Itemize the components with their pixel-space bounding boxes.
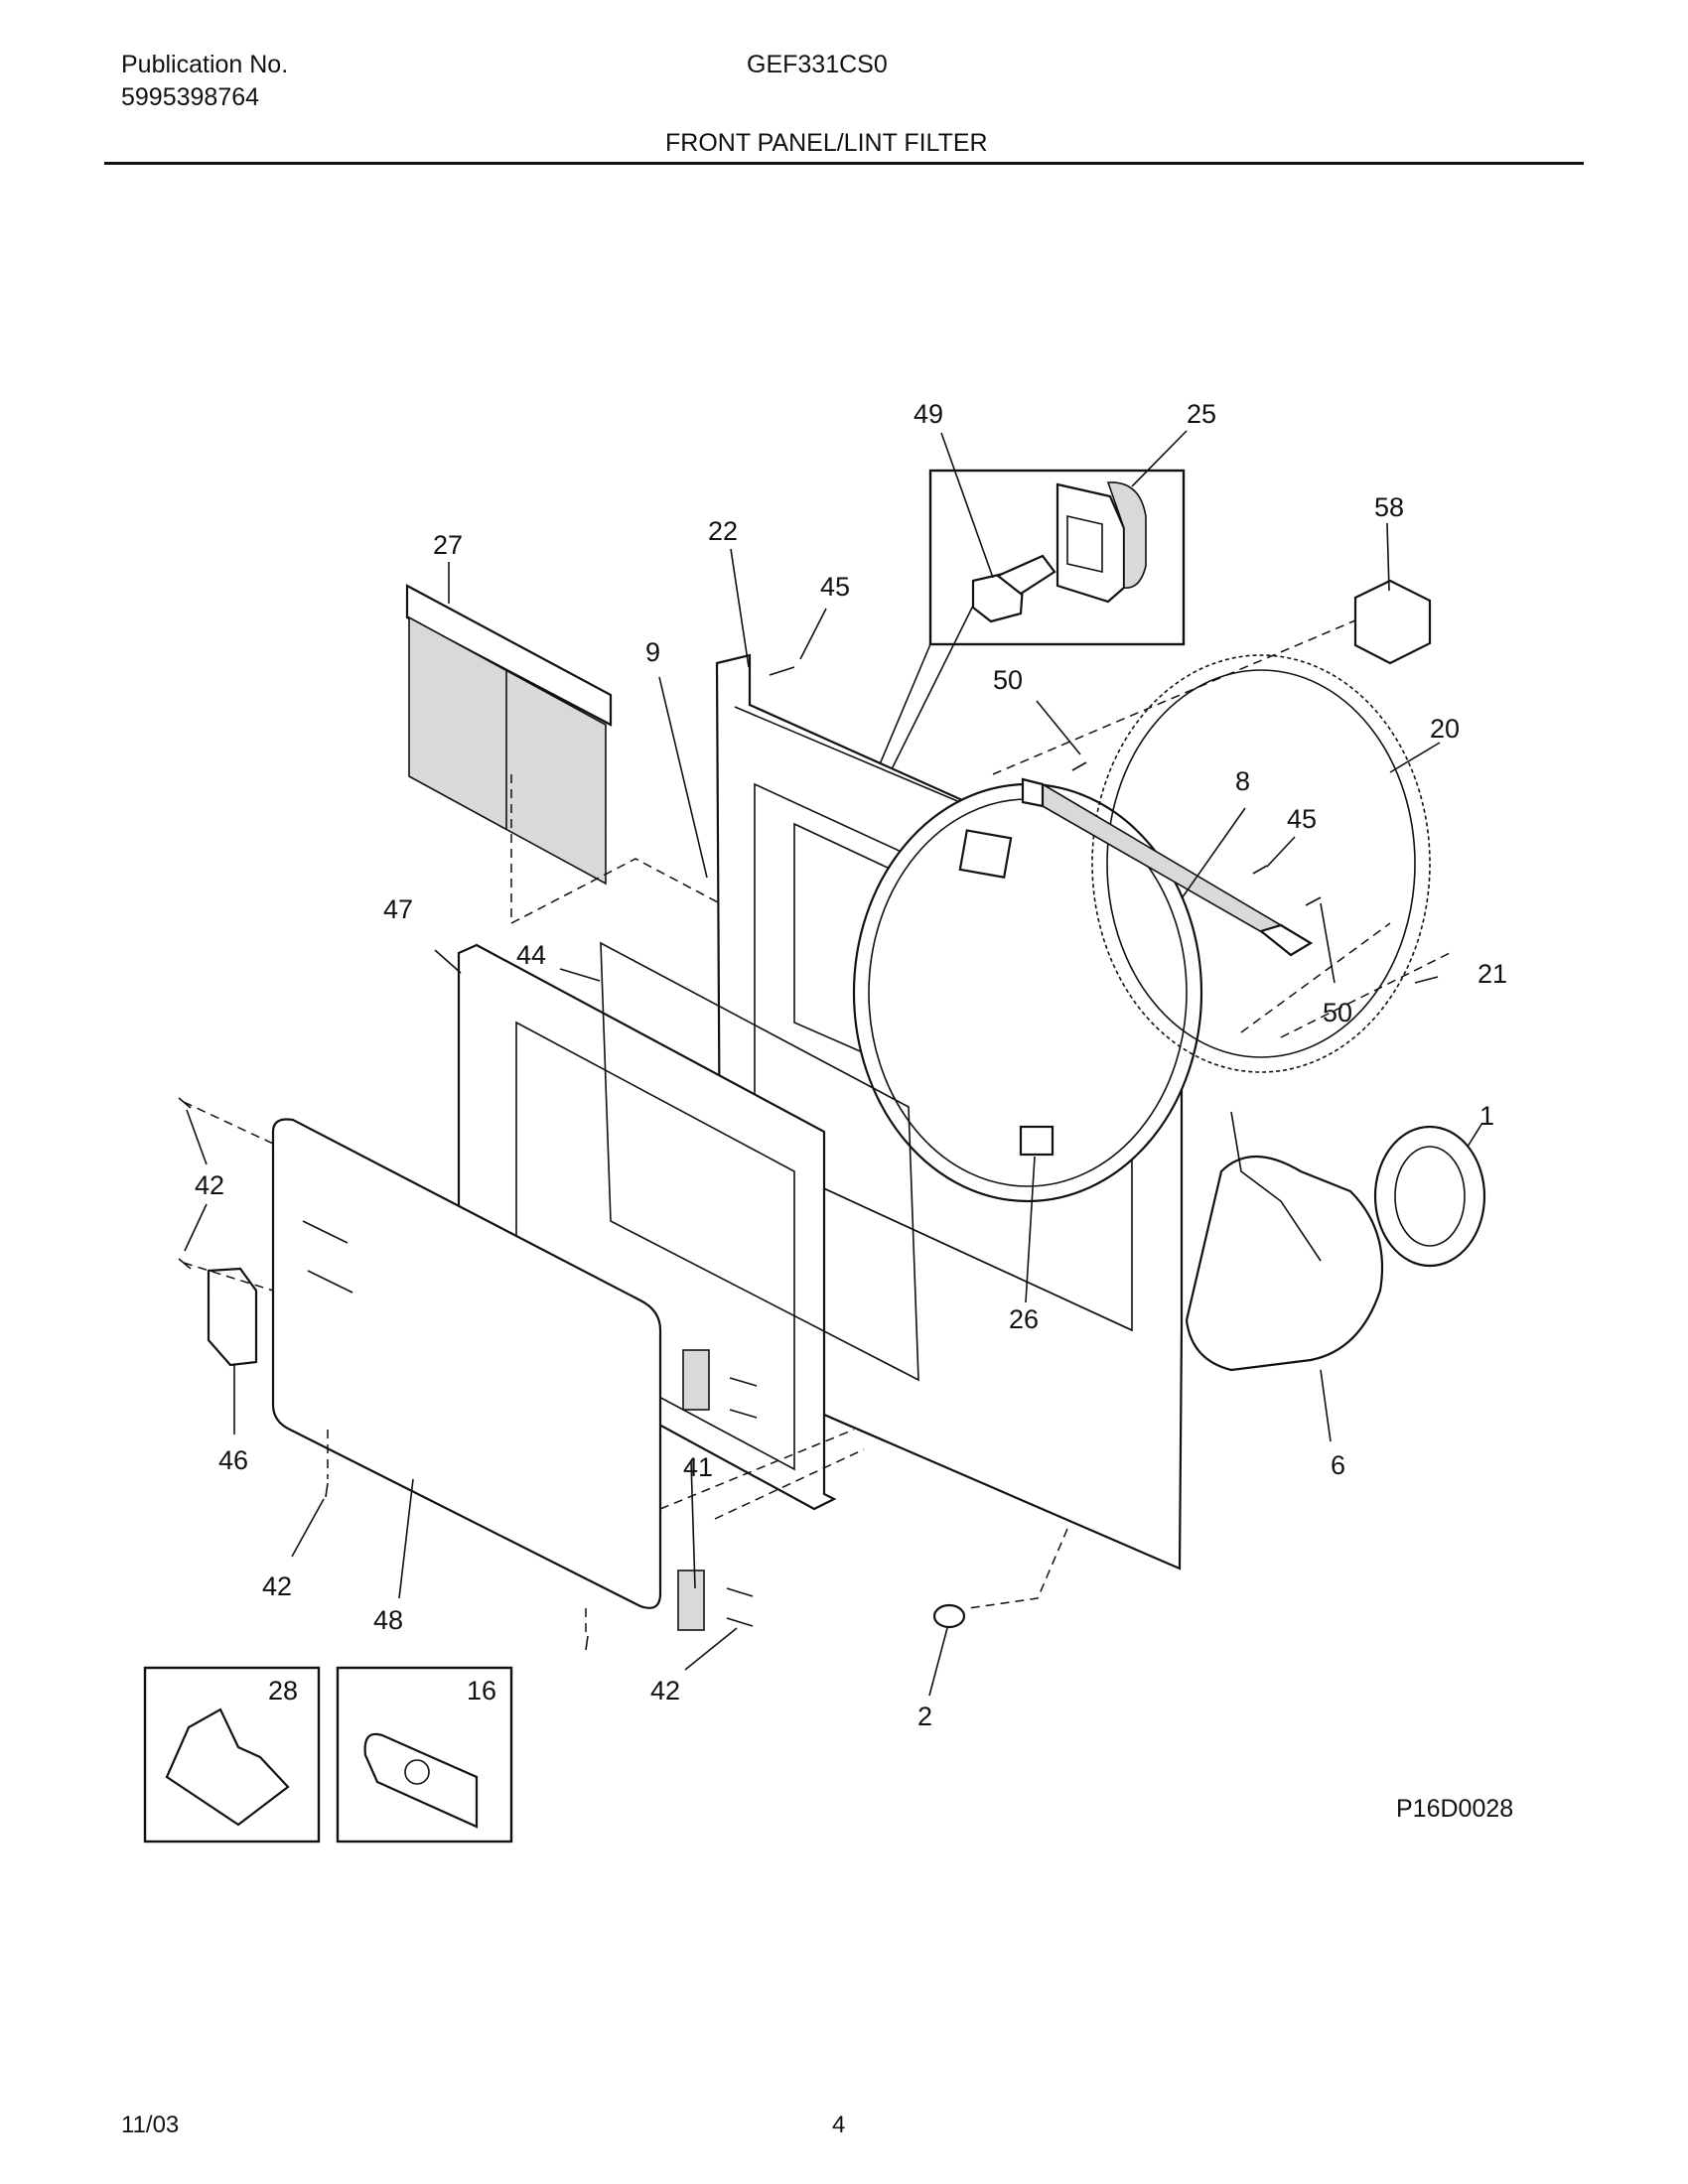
publication-number: 5995398764 xyxy=(121,83,260,111)
thermal-fuse xyxy=(1353,579,1432,665)
callout-45b: 45 xyxy=(1287,804,1317,834)
drum-opening xyxy=(852,782,1203,1203)
callout-58: 58 xyxy=(1374,492,1404,522)
footer-date: 11/03 xyxy=(121,2112,180,2138)
header-rule xyxy=(104,162,1584,165)
callout-labels: 49 25 58 27 22 45 9 50 20 8 45 47 44 50 … xyxy=(195,399,1507,1731)
callout-22: 22 xyxy=(708,516,738,546)
callout-21: 21 xyxy=(1477,959,1507,989)
callout-42b: 42 xyxy=(262,1571,292,1601)
callout-16: 16 xyxy=(467,1676,496,1706)
exhaust-duct xyxy=(1185,1111,1384,1372)
callout-6: 6 xyxy=(1331,1450,1345,1480)
callout-2: 2 xyxy=(917,1702,932,1731)
door-switch xyxy=(1019,1125,1055,1157)
callout-44: 44 xyxy=(516,940,546,970)
hinges xyxy=(677,1349,710,1631)
callout-50a: 50 xyxy=(993,665,1023,695)
publication-label: Publication No. xyxy=(121,51,289,78)
assembly-lines xyxy=(183,619,1451,1633)
callout-26: 26 xyxy=(1009,1304,1039,1334)
model-number: GEF331CS0 xyxy=(747,51,888,78)
callout-47: 47 xyxy=(383,894,413,924)
callout-28: 28 xyxy=(268,1676,298,1706)
callout-50b: 50 xyxy=(1323,998,1352,1027)
callout-27: 27 xyxy=(433,530,463,560)
lint-filter xyxy=(405,584,613,886)
outer-door xyxy=(271,1118,662,1609)
inset-box-16 xyxy=(336,1666,513,1843)
inset-box-28 xyxy=(143,1666,321,1843)
callout-8: 8 xyxy=(1235,766,1250,796)
ring-seal xyxy=(1373,1125,1486,1268)
callout-25: 25 xyxy=(1187,399,1216,429)
callout-45a: 45 xyxy=(820,572,850,602)
drum-seal xyxy=(1091,654,1431,1073)
door-gasket xyxy=(600,941,919,1382)
callout-41: 41 xyxy=(683,1452,713,1482)
lint-housing xyxy=(1021,777,1314,957)
callout-48: 48 xyxy=(373,1605,403,1635)
leader-lines xyxy=(184,430,1483,1697)
diagram-code: P16D0028 xyxy=(1396,1795,1514,1823)
door-handle xyxy=(207,1267,258,1367)
callout-42a: 42 xyxy=(195,1170,224,1200)
callout-49: 49 xyxy=(914,399,943,429)
callout-42c: 42 xyxy=(650,1676,680,1706)
page-number: 4 xyxy=(832,2112,846,2138)
leveling-foot xyxy=(932,1603,966,1629)
callout-1: 1 xyxy=(1479,1101,1494,1131)
section-title: FRONT PANEL/LINT FILTER xyxy=(665,129,988,157)
callout-9: 9 xyxy=(645,637,660,667)
callout-46: 46 xyxy=(218,1445,248,1475)
callout-20: 20 xyxy=(1430,714,1460,744)
